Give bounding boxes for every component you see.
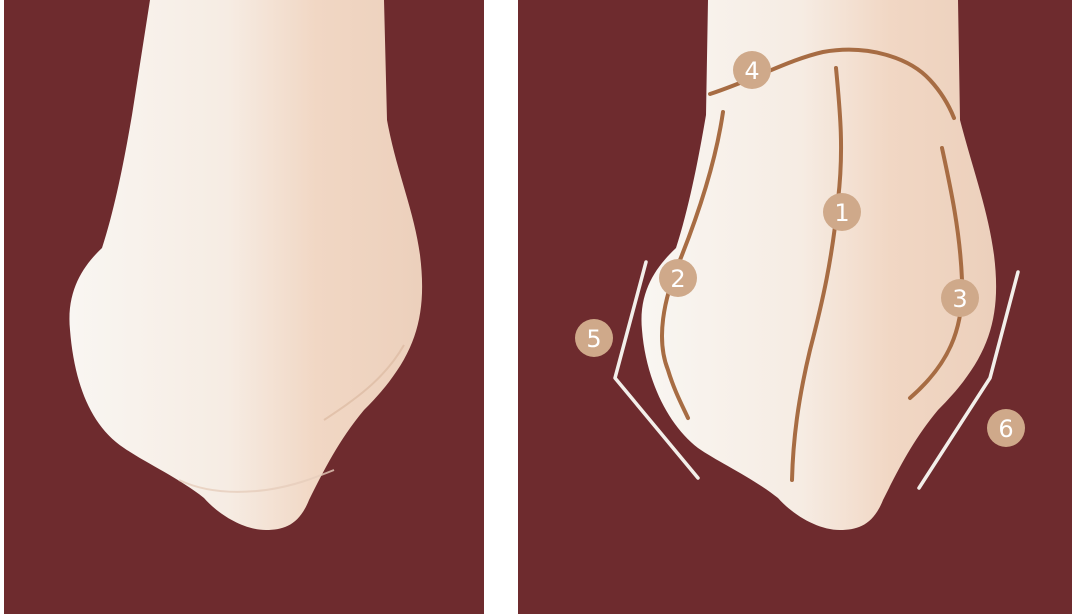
label-badge-6: 6 — [987, 409, 1025, 447]
panel-divider — [484, 0, 518, 614]
label-badge-1: 1 — [823, 193, 861, 231]
tooth-illustration-annotated: 1 2 3 4 5 6 — [518, 0, 1072, 614]
tooth-illustration-plain — [4, 0, 484, 614]
label-6-text: 6 — [998, 415, 1013, 443]
tooth-panel-annotated: 1 2 3 4 5 6 — [518, 0, 1072, 614]
label-badge-5: 5 — [575, 319, 613, 357]
label-badge-3: 3 — [941, 279, 979, 317]
label-badge-4: 4 — [733, 51, 771, 89]
label-3-text: 3 — [952, 285, 967, 313]
tooth-panel-plain — [4, 0, 484, 614]
label-1-text: 1 — [834, 199, 849, 227]
label-2-text: 2 — [670, 265, 685, 293]
label-4-text: 4 — [744, 57, 759, 85]
label-badge-2: 2 — [659, 259, 697, 297]
label-5-text: 5 — [586, 325, 601, 353]
